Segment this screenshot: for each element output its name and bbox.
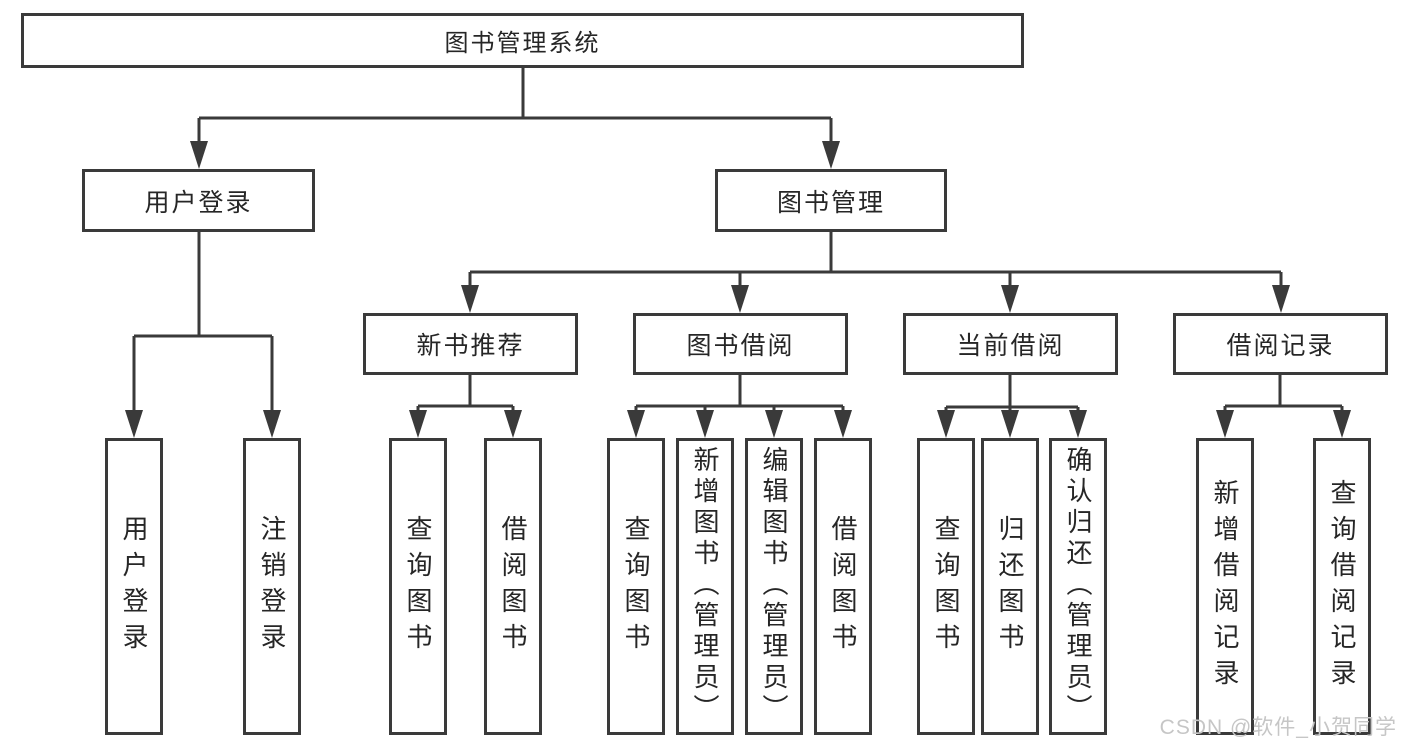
node-leaf-confirm-return-admin: 确认归还（管理员） [1049,438,1107,735]
node-leaf-return-books: 归还图书 [981,438,1039,735]
arrowheads [125,141,1351,438]
node-leaf-query-books-current-label: 查询图书 [931,514,961,659]
arrow-icon [731,285,749,313]
connector-current-to-leaves [944,375,1080,414]
node-leaf-edit-books-admin: 编辑图书（管理员） [745,438,803,735]
node-leaf-query-borrow-record-label: 查询借阅记录 [1327,478,1357,695]
watermark: CSDN @软件_小贺同学 [1159,716,1397,739]
node-leaf-confirm-return-admin-label: 确认归还（管理员） [1063,446,1093,725]
node-leaf-add-books-admin: 新增图书（管理员） [676,438,734,735]
node-root-label: 图书管理系统 [444,30,601,57]
arrow-icon [504,410,522,438]
arrow-icon [1333,410,1351,438]
arrow-icon [765,410,783,438]
connector-records-to-leaves [1223,375,1344,414]
arrow-icon [1001,410,1019,438]
node-leaf-logout: 注销登录 [243,438,301,735]
node-leaf-query-books-recommend-label: 查询图书 [403,514,433,659]
node-leaf-add-borrow-record: 新增借阅记录 [1196,438,1254,735]
node-user-login: 用户登录 [82,169,315,232]
node-leaf-query-borrow-record: 查询借阅记录 [1313,438,1371,735]
arrow-icon [1272,285,1290,313]
node-leaf-edit-books-admin-label: 编辑图书（管理员） [759,446,789,725]
node-book-borrowing: 图书借阅 [633,313,848,375]
node-new-book-recommend-label: 新书推荐 [416,332,525,360]
node-leaf-query-books-recommend: 查询图书 [389,438,447,735]
node-leaf-add-borrow-record-label: 新增借阅记录 [1210,478,1240,695]
arrow-icon [627,410,645,438]
node-leaf-return-books-label: 归还图书 [995,514,1025,659]
node-leaf-query-books-current: 查询图书 [917,438,975,735]
node-book-management-label: 图书管理 [776,188,885,217]
arrow-icon [190,141,208,169]
node-leaf-borrow-books-recommend-label: 借阅图书 [498,514,528,659]
node-current-borrowing: 当前借阅 [903,313,1118,375]
arrow-icon [1001,285,1019,313]
connector-borrowing-to-leaves [634,375,845,414]
connector-bookmgmt-to-level3 [468,232,1283,290]
node-leaf-user-login-label: 用户登录 [119,514,149,659]
node-root: 图书管理系统 [21,13,1024,68]
node-leaf-borrow-books-recommend: 借阅图书 [484,438,542,735]
arrow-icon [696,410,714,438]
node-leaf-logout-label: 注销登录 [257,514,287,659]
node-new-book-recommend: 新书推荐 [363,313,578,375]
node-borrowing-records-label: 借阅记录 [1226,332,1335,360]
node-book-management: 图书管理 [715,169,947,232]
node-leaf-query-books-borrow-label: 查询图书 [621,514,651,659]
arrow-icon [461,285,479,313]
arrow-icon [822,141,840,169]
connector-root-to-level2 [197,68,833,146]
connector-newbook-to-leaves [416,375,515,414]
node-leaf-query-books-borrow: 查询图书 [607,438,665,735]
node-current-borrowing-label: 当前借阅 [956,332,1065,360]
arrow-icon [263,410,281,438]
connector-userlogin-to-leaves [132,232,274,414]
arrow-icon [1216,410,1234,438]
node-leaf-borrow-books-label: 借阅图书 [828,514,858,659]
arrow-icon [937,410,955,438]
arrow-icon [409,410,427,438]
arrow-icon [125,410,143,438]
node-leaf-borrow-books: 借阅图书 [814,438,872,735]
node-leaf-user-login: 用户登录 [105,438,163,735]
node-borrowing-records: 借阅记录 [1173,313,1388,375]
node-user-login-label: 用户登录 [144,188,253,217]
node-book-borrowing-label: 图书借阅 [686,332,795,360]
arrow-icon [1069,410,1087,438]
node-leaf-add-books-admin-label: 新增图书（管理员） [690,446,720,725]
arrow-icon [834,410,852,438]
